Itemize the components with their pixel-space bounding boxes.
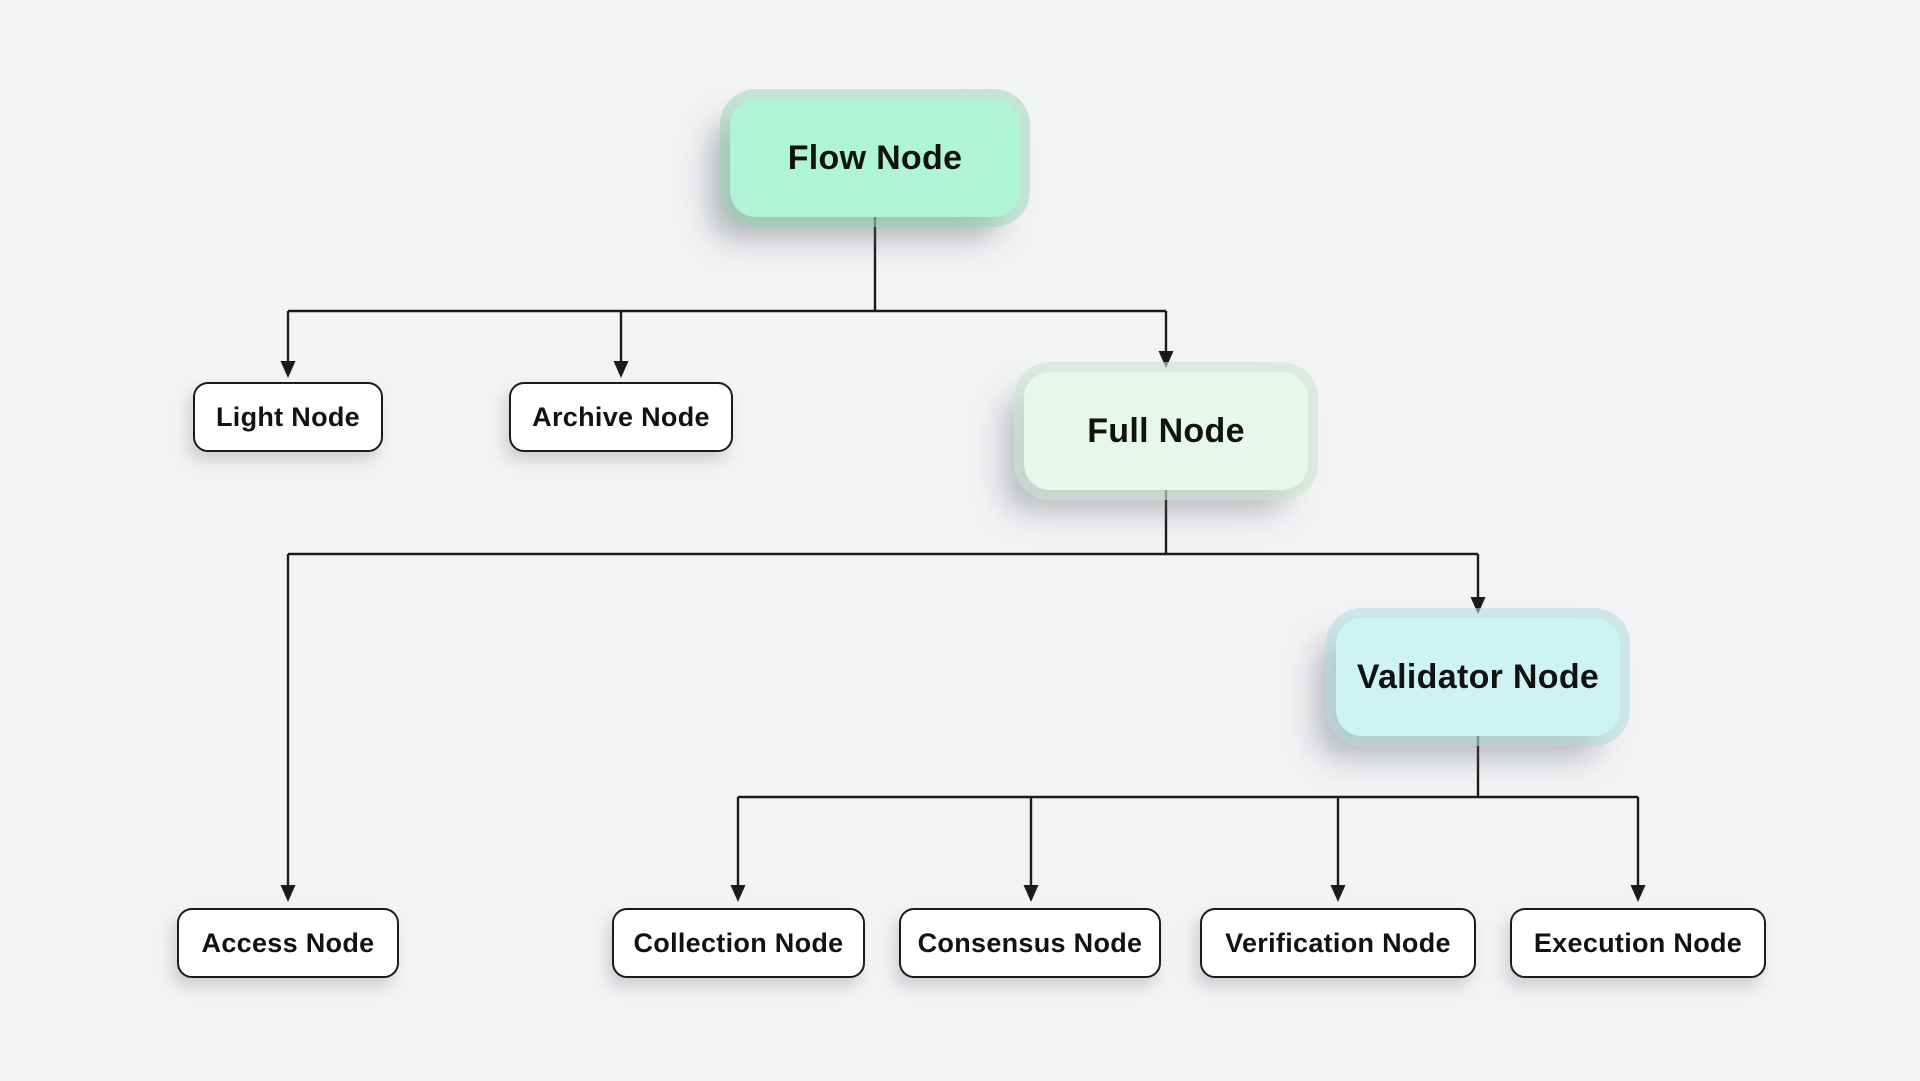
node-light: Light Node (193, 382, 383, 452)
node-verification: Verification Node (1200, 908, 1476, 978)
node-execution-label: Execution Node (1533, 927, 1743, 958)
arrowhead-execution (1630, 885, 1646, 902)
node-flow-label: Flow Node (787, 138, 963, 177)
node-verification-label: Verification Node (1225, 927, 1451, 958)
node-full: Full Node (1024, 372, 1308, 490)
node-consensus-label: Consensus Node (917, 927, 1143, 958)
node-validator-label: Validator Node (1356, 657, 1600, 696)
node-execution: Execution Node (1510, 908, 1766, 978)
arrowhead-consensus (1023, 885, 1039, 902)
node-consensus: Consensus Node (899, 908, 1161, 978)
node-flow: Flow Node (730, 99, 1020, 217)
node-validator: Validator Node (1336, 618, 1620, 736)
node-archive: Archive Node (509, 382, 733, 452)
node-access-label: Access Node (201, 927, 375, 958)
node-archive-label: Archive Node (532, 401, 710, 432)
arrowhead-collection (730, 885, 746, 902)
arrowhead-light (280, 361, 296, 378)
node-collection-label: Collection Node (633, 927, 844, 958)
arrowhead-full (1158, 351, 1174, 368)
arrowhead-archive (613, 361, 629, 378)
node-collection: Collection Node (612, 908, 865, 978)
arrowhead-verification (1330, 885, 1346, 902)
arrowhead-validator (1470, 597, 1486, 614)
node-light-label: Light Node (216, 401, 360, 432)
node-access: Access Node (177, 908, 399, 978)
node-full-label: Full Node (1087, 411, 1245, 450)
arrowhead-access (280, 885, 296, 902)
